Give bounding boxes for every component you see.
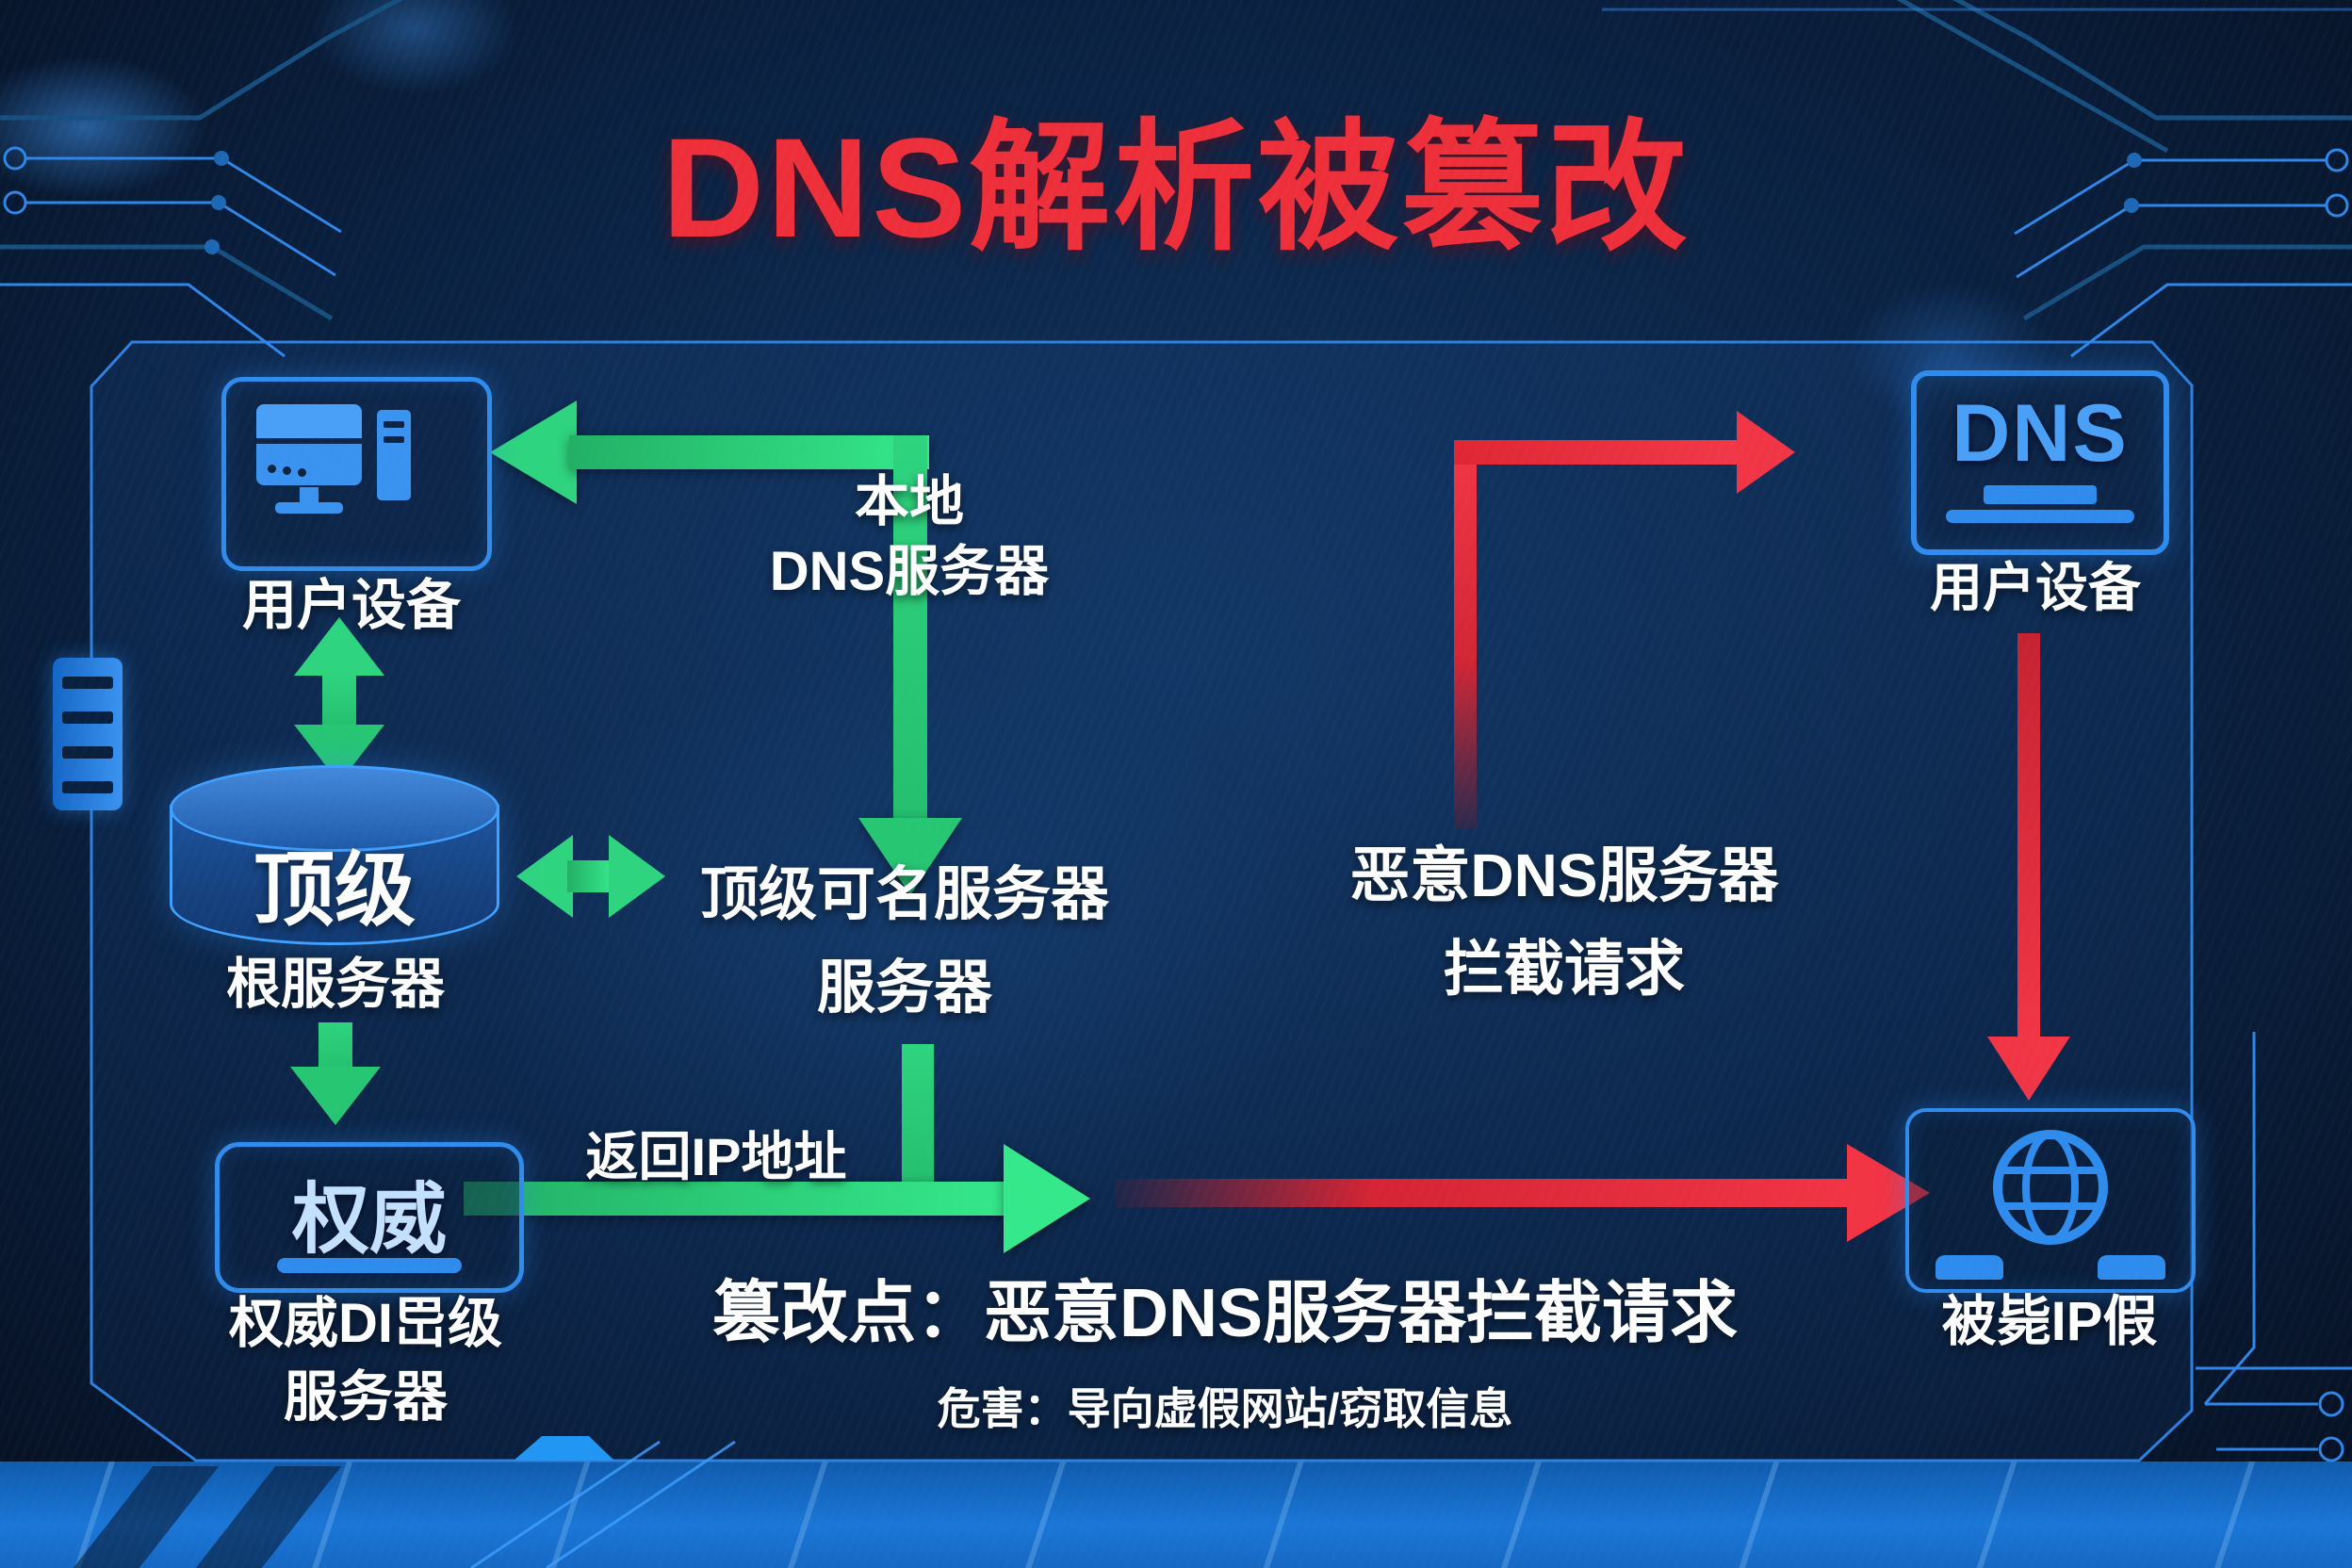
green-arrow-return-ip [464, 1182, 1005, 1216]
database-cylinder-icon: 顶级 [170, 765, 499, 946]
red-arrow-bottom-to-globe [1115, 1179, 1850, 1207]
dns-icon-text: DNS [1952, 388, 2129, 479]
local-dns-line2: DNS服务器 [769, 541, 1050, 603]
cylinder-top [170, 765, 499, 852]
computer-dot [298, 468, 306, 477]
computer-screen-top [256, 404, 362, 438]
green-connector-vertical [902, 1044, 934, 1185]
green-arrowhead-right-icon [609, 835, 665, 918]
green-arrow-localdns-to-user [569, 435, 929, 469]
local-dns-label: 本地 DNS服务器 [707, 467, 1112, 607]
malicious-dns-label: 恶意DNS服务器 拦截请求 [1300, 829, 1828, 1016]
green-arrowhead-left-icon [516, 835, 573, 918]
green-arrowhead-up-icon [294, 617, 384, 676]
bottom-band [0, 1462, 2352, 1568]
tower-slot [384, 421, 404, 428]
root-cylinder-label: 顶级 [253, 845, 416, 936]
red-arrowhead-down-icon [1987, 1037, 2070, 1101]
red-arrowhead-right-icon [1737, 411, 1795, 494]
malicious-line2: 拦截请求 [1444, 935, 1685, 1004]
local-dns-line1: 本地 [854, 471, 964, 532]
green-arrow-user-root [322, 673, 356, 727]
green-arrowhead-right-icon [1004, 1144, 1090, 1253]
green-arrowhead-down-icon [290, 1067, 381, 1125]
computer-icon [226, 382, 487, 566]
globe-icon [1993, 1130, 2108, 1245]
edge-connector-decoration [53, 658, 122, 810]
computer-dot [268, 465, 276, 473]
tower-slot [384, 436, 404, 443]
return-ip-label: 返回IP地址 [585, 1127, 847, 1186]
red-arrow-vertical-segment [1454, 450, 1477, 829]
green-arrow-vertical-segment [893, 435, 927, 822]
tld-line2: 服务器 [816, 956, 992, 1021]
authority-box-label: 权威 [291, 1177, 447, 1263]
fake-ip-label: 被毙IP假 [1941, 1291, 2158, 1352]
dns-monitor-base [1946, 510, 2134, 523]
root-server-label: 根服务器 [225, 954, 445, 1015]
green-arrowhead-down-icon [858, 818, 962, 895]
tld-line1: 顶级可名服务器 [699, 862, 1109, 927]
page-title: DNS解析被篡改 [662, 108, 1690, 267]
computer-tower [377, 410, 411, 500]
red-arrowhead-right-icon [1847, 1144, 1930, 1242]
hijacked-user-device-label: 用户设备 [1930, 558, 2141, 617]
green-arrow-root-to-authority [318, 1022, 352, 1071]
authority-server-label: 权威DI岊级 服务器 [177, 1287, 554, 1435]
dns-monitor-icon: DNS [1911, 370, 2169, 555]
malicious-line1: 恶意DNS服务器 [1349, 841, 1779, 909]
connector-slot [62, 677, 113, 689]
connector-slot [62, 711, 113, 724]
authority-underline [277, 1258, 462, 1273]
red-arrow-user-to-fakesite [2017, 633, 2040, 1038]
globe-box-foot [2098, 1255, 2165, 1280]
tld-server-label: 顶级可名服务器 服务器 [660, 848, 1150, 1035]
authority-box: 权威 [215, 1142, 524, 1293]
globe-box-foot [1936, 1255, 2003, 1280]
fake-site-box [1905, 1108, 2196, 1293]
connector-slot [62, 746, 113, 759]
user-device-label: 用户设备 [241, 575, 461, 636]
computer-base [275, 502, 343, 514]
authority-line1: 权威DI岊级 [228, 1293, 502, 1354]
band-streaks [0, 1462, 2352, 1568]
computer-dot [283, 466, 291, 475]
user-device-box [221, 377, 492, 571]
dns-monitor-stand [1984, 485, 2097, 504]
harm-note: 危害：导向虚假网站/窃取信息 [937, 1384, 1513, 1433]
connector-slot [62, 781, 113, 793]
green-arrow-root-tld [567, 860, 612, 892]
red-arrow-malicious-to-dns [1454, 440, 1739, 465]
computer-stand [300, 487, 318, 502]
tamper-point-note: 篡改点：恶意DNS服务器拦截请求 [711, 1276, 1739, 1351]
authority-line2: 服务器 [283, 1366, 448, 1429]
green-arrowhead-left-icon [490, 400, 577, 504]
